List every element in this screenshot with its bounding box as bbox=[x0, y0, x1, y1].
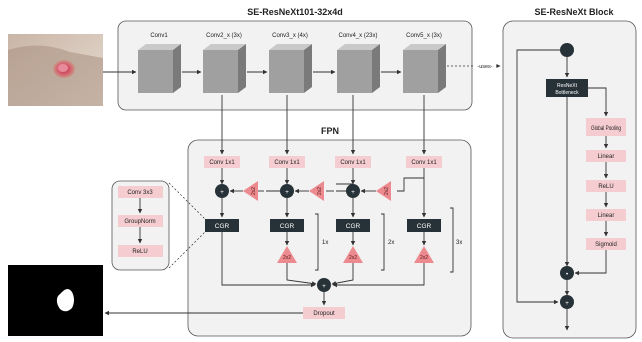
conv1x1-box bbox=[335, 156, 371, 168]
repeat-brackets: 1x 2x 3x bbox=[315, 207, 462, 273]
plus-node bbox=[215, 184, 229, 198]
plus-node bbox=[346, 184, 360, 198]
bottleneck-label: ResNeXt bbox=[557, 83, 578, 89]
upsample-label: 2x2 bbox=[251, 187, 257, 195]
detail-box bbox=[118, 215, 163, 227]
upsample-triangle bbox=[243, 181, 258, 201]
se-step-label: Global Pooling bbox=[591, 126, 621, 132]
se-step-label: Sigmoid bbox=[595, 242, 617, 248]
stage-conv2: Conv2_x (3x) bbox=[203, 33, 246, 93]
lateral-arrows bbox=[219, 95, 427, 155]
se-step-box bbox=[586, 209, 626, 221]
detail-connector bbox=[168, 182, 206, 220]
conv1x1-box bbox=[406, 156, 442, 168]
cgr-detail: Conv 3x3 GroupNorm ReLU bbox=[118, 186, 163, 257]
cgr-label: CGR bbox=[280, 223, 295, 230]
cgr-label: CGR bbox=[346, 223, 361, 230]
scale-node bbox=[560, 266, 574, 280]
plus-symbol: + bbox=[351, 189, 355, 196]
upsample-label: 2x2 bbox=[420, 255, 428, 261]
se-step-box bbox=[586, 150, 626, 162]
se-step-label: Linear bbox=[598, 213, 615, 219]
fpn-panel bbox=[187, 139, 472, 337]
se-step-box bbox=[586, 118, 626, 136]
se-block-panel bbox=[502, 20, 637, 339]
upsample-triangle bbox=[343, 246, 363, 263]
plus-node bbox=[280, 184, 294, 198]
repeat-label: 1x bbox=[322, 240, 328, 246]
stage-label: Conv4_x (23x) bbox=[338, 33, 377, 39]
stage-label: Conv2_x (3x) bbox=[206, 33, 242, 39]
upsample-label: 2x2 bbox=[349, 255, 357, 261]
dropout-label: Dropout bbox=[313, 311, 335, 317]
stage-conv4: Conv4_x (23x) bbox=[337, 33, 380, 93]
upsample-label: 2x2 bbox=[384, 187, 390, 195]
fpn-title: FPN bbox=[321, 126, 339, 136]
fpn-vertical-arrows bbox=[219, 168, 427, 218]
upsample-triangle bbox=[414, 246, 434, 263]
block-title: SE-ResNeXt Block bbox=[534, 7, 614, 17]
se-block: ResNeXt Bottleneck Global Pooling Linear… bbox=[516, 43, 626, 331]
se-step-box bbox=[586, 180, 626, 192]
uses-label: -uses- bbox=[477, 64, 492, 70]
cgr-box bbox=[407, 219, 441, 232]
conv1x1-label: Conv 1x1 bbox=[340, 160, 366, 166]
se-step-label: ReLU bbox=[598, 184, 613, 190]
detail-label: GroupNorm bbox=[124, 219, 155, 225]
fpn-cgr-row: CGR CGR CGR CGR bbox=[205, 219, 441, 232]
upsample-triangle bbox=[376, 181, 391, 201]
repeat-label: 2x bbox=[388, 240, 394, 246]
merge-plus-node bbox=[317, 278, 331, 292]
stage-conv1: Conv1 bbox=[138, 33, 181, 93]
conv1x1-label: Conv 1x1 bbox=[411, 160, 437, 166]
upsample-label: 2x2 bbox=[317, 187, 323, 195]
detail-label: Conv 3x3 bbox=[127, 190, 153, 196]
upsample-triangle bbox=[277, 246, 297, 263]
conv1x1-label: Conv 1x1 bbox=[274, 160, 300, 166]
stage-label: Conv3_x (4x) bbox=[272, 33, 308, 39]
detail-label: ReLU bbox=[132, 249, 147, 255]
bottleneck-label: Bottleneck bbox=[555, 90, 579, 96]
merge-lines bbox=[221, 232, 425, 288]
plus-symbol: + bbox=[220, 189, 224, 196]
stage-label: Conv5_x (3x) bbox=[406, 33, 442, 39]
dropout-box bbox=[303, 307, 345, 319]
se-step-box bbox=[586, 238, 626, 250]
input-wound-image bbox=[8, 34, 103, 106]
cgr-box bbox=[336, 219, 370, 232]
fpn-upsample-top: 2x2 2x2 2x2 bbox=[243, 181, 391, 201]
repeat-label: 3x bbox=[456, 240, 462, 246]
backbone-title: SE-ResNeXt101-32x4d bbox=[247, 7, 343, 17]
se-step-label: Linear bbox=[598, 154, 615, 160]
conv1x1-label: Conv 1x1 bbox=[209, 160, 235, 166]
fpn-lower-arrows bbox=[284, 232, 427, 246]
stage-conv3: Conv3_x (4x) bbox=[269, 33, 312, 93]
cgr-box bbox=[205, 219, 239, 232]
detail-box bbox=[118, 245, 163, 257]
upsample-label: 2x2 bbox=[283, 255, 291, 261]
conv1x1-box bbox=[269, 156, 305, 168]
scale-symbol: • bbox=[566, 271, 569, 278]
fpn-plus-nodes: + + + bbox=[215, 184, 360, 198]
stage-conv5: Conv5_x (3x) bbox=[403, 33, 446, 93]
block-input-node bbox=[560, 43, 574, 57]
detail-box bbox=[118, 186, 163, 198]
fpn-conv1x1-row: Conv 1x1 Conv 1x1 Conv 1x1 Conv 1x1 bbox=[204, 156, 442, 168]
cgr-label: CGR bbox=[417, 223, 432, 230]
conv1x1-box bbox=[204, 156, 240, 168]
merge-plus-symbol: + bbox=[322, 283, 326, 290]
cgr-label: CGR bbox=[215, 223, 230, 230]
upsample-triangle bbox=[309, 181, 324, 201]
residual-plus-node bbox=[560, 295, 574, 309]
cgr-box bbox=[270, 219, 304, 232]
stage-label: Conv1 bbox=[150, 33, 168, 39]
detail-connector bbox=[168, 231, 206, 269]
residual-plus-symbol: + bbox=[565, 300, 569, 307]
fpn-upsample-bottom: 2x2 2x2 2x2 bbox=[277, 246, 434, 263]
plus-symbol: + bbox=[285, 189, 289, 196]
output-mask-image bbox=[8, 265, 103, 336]
